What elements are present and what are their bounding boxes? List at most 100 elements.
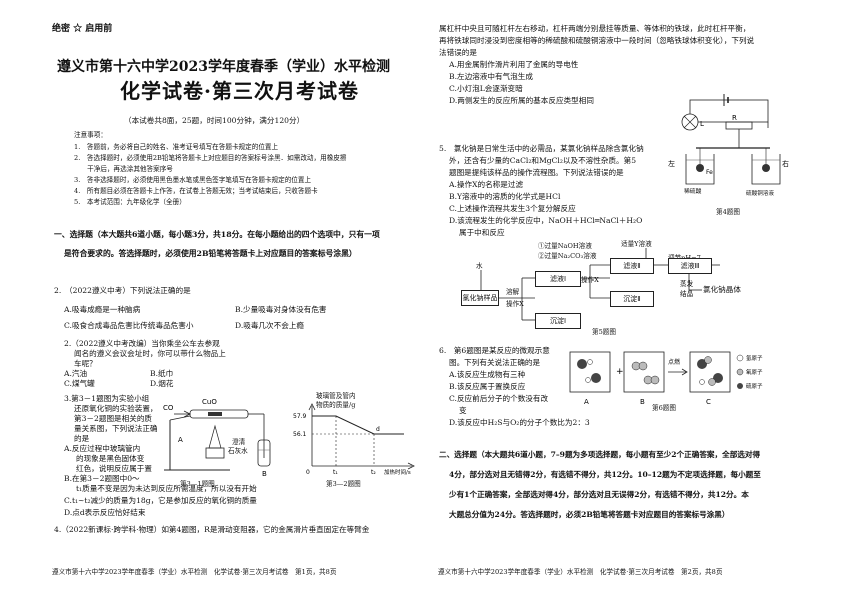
sample-box: 氯化钠样品: [461, 290, 499, 306]
q3-option-a: 红色，说明反应属于置: [76, 464, 152, 473]
crystallize-label: 结晶: [680, 290, 694, 298]
x-axis-label: 加热时间/s: [384, 468, 411, 476]
q2-option-a: A.吸毒成瘾是一种脑病: [64, 305, 141, 314]
section2-heading-cont: 少有1个正确答案，全部选对得4分，部分选对且无误得2分，有选错不得分，共12分。…: [449, 490, 749, 499]
acid-label: 稀硫酸: [684, 189, 702, 195]
oxygen-legend-icon: [736, 368, 744, 376]
y-axis-label: 玻璃管及管内: [316, 392, 356, 400]
filtrate3-box: 滤液Ⅲ: [668, 258, 712, 274]
figure-6-caption: 第6题图: [652, 404, 676, 412]
q4-stem: 属杠杆中央且可随杠杆左右移动，杠杆两端分别悬挂等质量、等体积的铁球，此时杠杆平衡…: [439, 24, 751, 33]
lime-water-label: 澄清: [232, 438, 246, 446]
q5-option-d: D.该流程发生的化学反应中，NaOH＋HCl═NaCl＋H₂O: [449, 216, 643, 225]
q4-option-a: A.用金属制作滑片利用了金属的导电性: [449, 60, 579, 69]
oxygen-legend: 氧原子: [746, 368, 763, 376]
crystal-label: 氯化钠晶体: [703, 285, 741, 294]
resistor-label: R: [732, 114, 737, 122]
q3-stem: 还原氧化铜的实验装置，: [74, 404, 158, 413]
section2-heading: 二、选择题（本大题共6道小题，7–9题为多项选择题，每小题有至少2个正确答案，全…: [439, 450, 761, 459]
figure-6-molecules: + 点燃 A B C 氢原子 氧原子 硫原子: [569, 351, 763, 406]
point-d: d: [376, 426, 380, 433]
reagent1-label: ①过量NaOH溶液: [538, 242, 592, 250]
footer-left: 遵义市第十六中学2023学年度春季（学业）水平检测 化学试卷·第三次月考试卷 第…: [52, 568, 337, 576]
confidential-mark: 绝密 ☆ 启用前: [52, 24, 113, 34]
q5-stem: 题图是提纯该样品的操作流程图。下列说法错误的是: [449, 168, 624, 177]
q5-option-b: B.Y溶液中的溶质的化学式是HCl: [449, 192, 561, 201]
q2b-option-d: D.烟花: [150, 379, 174, 388]
q5-stem: 5. 氯化钠是日常生活中的必需品，某氯化钠样品除含氯化钠: [439, 144, 644, 153]
figure-3-2-caption: 第3—2题图: [326, 480, 361, 488]
figure-4-caption: 第4题图: [716, 208, 740, 216]
y-axis-label: 物质的质量/g: [316, 401, 356, 409]
hydrogen-legend-icon: [736, 354, 744, 362]
note-item: 干净后，再选涂其他答案序号: [74, 165, 173, 173]
q2-option-d: D.吸毒几次不会上瘾: [235, 321, 304, 330]
filtrate2-box: 滤液Ⅱ: [610, 258, 654, 274]
mass-curve: [312, 415, 404, 435]
ignite-label: 点燃: [668, 358, 680, 366]
q5-option-d: 属于中和反应: [459, 228, 505, 237]
q3-option-d: D.点d表示反应恰好结束: [64, 508, 146, 517]
notes-heading: 注意事项：: [74, 131, 107, 139]
footer-right: 遵义市第十六中学2023学年度春季（学业）水平检测 化学试卷·第三次月考试卷 第…: [438, 568, 723, 576]
q3-option-c: C.t₁~t₂减少的质量为18g，它是参加反应的氧化铜的质量: [64, 496, 257, 505]
q3-stem: 3.第3－1题图为实验小组: [64, 394, 150, 403]
label-b: B: [262, 470, 267, 478]
q2b-option-a: A.汽油: [64, 369, 88, 378]
panel-a-label: A: [584, 398, 589, 406]
q4-option-c: C.小灯泡L会逐渐变暗: [449, 84, 523, 93]
q6-option-c: 变: [459, 406, 467, 415]
precipitate2-box: 沉淀Ⅱ: [610, 291, 654, 307]
q6-option-b: B.该反应属于置换反应: [449, 382, 526, 391]
right-label: 右: [782, 159, 789, 168]
reagent2-label: ②过量Na₂CO₃溶液: [538, 252, 597, 260]
q5-option-a: A.操作X的名称是过滤: [449, 180, 524, 189]
q3-option-a: A.反应过程中玻璃管内: [64, 444, 141, 453]
precipitate1-box: 沉淀Ⅰ: [535, 313, 581, 329]
q4-option-b: B.左边溶液中有气泡生成: [449, 72, 533, 81]
q6-option-c: C.反应前后分子的个数没有改: [449, 394, 549, 403]
note-item: 2. 答选择题时，必须使用2B铅笔将答题卡上对应题目的答案标号涂黑．如需改动，用…: [74, 154, 347, 162]
filtrate1-box: 滤液Ⅰ: [535, 271, 581, 287]
q3-option-a: 的现象是黑色固体变: [76, 454, 145, 463]
sulfur-legend: 硫原子: [746, 382, 763, 390]
q2b-stem: 闻名的遵义会议会址时，你可以带什么物品上: [74, 349, 226, 358]
x-tick-t1: t₁: [333, 469, 338, 476]
q4-stem: 4.（2022新课标·跨学科·物理）如第4题图，R是滑动变阻器，它的金属滑片垂直…: [54, 525, 370, 534]
cuo-label: CuO: [202, 398, 217, 406]
section1-heading: 一、选择题（本大题共6道小题，每小题3分，共18分。在每小题给出的四个选项中，只…: [54, 230, 380, 239]
co-label: CO: [163, 404, 174, 412]
q3-option-b: B.在第3－2题图中0～: [64, 474, 140, 483]
y-tick-57-9: 57.9: [293, 413, 307, 420]
q2b-option-b: B.纸巾: [150, 369, 174, 378]
sulfur-legend-icon: [737, 383, 743, 389]
q2b-stem: 车呢？: [74, 359, 97, 368]
lime-water-label: 石灰水: [228, 447, 248, 455]
q6-stem: 6. 第6题图是某反应的微观示意: [439, 346, 550, 355]
q3-option-b: t₁质量不变是因为未达到反应所需温度，所以没有开始: [76, 484, 257, 493]
x-tick-t2: t₂: [371, 469, 376, 476]
q2-option-c: C.吸食合成毒品危害比传统毒品危害小: [64, 321, 194, 330]
figure-5-arrows: [480, 248, 720, 321]
q4-option-d: D.两侧发生的反应所属的基本反应类型相同: [449, 96, 594, 105]
section1-heading-cont: 是符合要求的。答选择题时，必须使用2B铅笔将答题卡上对应题目的答案标号涂黑）: [64, 249, 357, 258]
hydrogen-legend: 氢原子: [746, 354, 763, 362]
fe-label: Fe: [706, 169, 713, 176]
figure-3-1-apparatus: CO CuO A B: [163, 398, 271, 478]
q5-option-c: C.上述操作流程共发生3个复分解反应: [449, 204, 576, 213]
note-item: 3. 答非选择题时，必须使用黑色墨水笔或黑色签字笔填写在答题卡规定的位置上: [74, 176, 312, 184]
section2-heading-cont: 大题总分值为24分。答选择题时，必须2B铅笔将答题卡对应题目的答案标号涂黑）: [449, 510, 730, 519]
q3-stem: 的是: [74, 434, 90, 443]
figure-3-2-graph: 57.9 56.1 d 0 t₁ t₂ 加热时间/s: [293, 403, 415, 476]
q4-stem: 法错误的是: [439, 48, 477, 57]
q6-option-a: A.该反应生成物有三种: [449, 370, 526, 379]
figure-5-caption: 第5题图: [592, 328, 616, 336]
q4-stem: 再将铁球同时浸没到密度相等的稀硫酸和硫酸铜溶液中一段时间（忽略铁球体积变化），下…: [439, 36, 755, 45]
panel-b-label: B: [640, 398, 645, 406]
y-solution-label: 适量Y溶液: [621, 240, 652, 248]
exam-info: （本试卷共8面，25题，时间100分钟，满分120分）: [124, 116, 305, 125]
cuso4-label: 硫酸铜溶液: [746, 191, 774, 197]
q2-stem: 2. （2022遵义中考）下列说法正确的是: [54, 286, 191, 295]
q6-option-d: D.该反应中H₂S与O₂的分子个数比为2：3: [449, 418, 590, 427]
q5-stem: 外，还含有少量的CaCl₂和MgCl₂以及不溶性杂质。第5: [449, 156, 637, 165]
